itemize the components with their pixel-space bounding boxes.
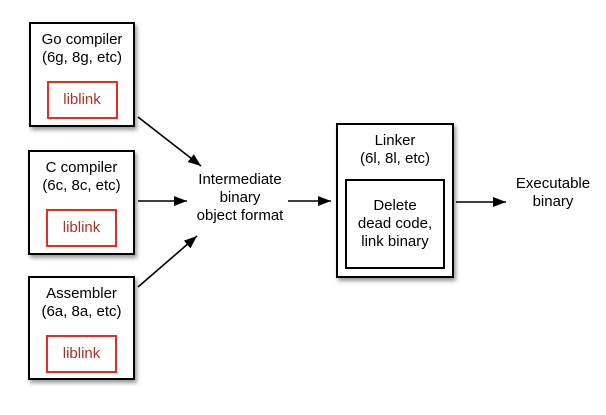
assembler-box: Assembler (6a, 8a, etc) liblink: [28, 276, 135, 380]
linker-action-line3: link binary: [361, 233, 429, 250]
intermediate-format-label: Intermediate binary object format: [183, 171, 297, 225]
assembler-subtitle: (6a, 8a, etc): [41, 303, 122, 320]
assembler-titles: Assembler (6a, 8a, etc): [41, 278, 121, 321]
linker-subtitle: (6l, 8l, etc): [359, 150, 431, 167]
intermediate-format-line2: binary: [219, 189, 261, 206]
linker-box: Linker (6l, 8l, etc) Delete dead code, l…: [336, 123, 454, 278]
liblink-badge-assembler: liblink: [46, 335, 117, 373]
liblink-label-go: liblink: [63, 91, 101, 108]
liblink-badge-go: liblink: [46, 81, 118, 119]
linker-action-line1: Delete: [373, 197, 417, 214]
intermediate-format-line3: object format: [196, 207, 284, 224]
c-compiler-titles: C compiler (6c, 8c, etc): [42, 152, 120, 195]
executable-binary-line2: binary: [532, 193, 574, 210]
linker-action-line2: dead code,: [357, 215, 433, 232]
liblink-label-assembler: liblink: [62, 345, 101, 362]
executable-binary-label: Executable binary: [499, 175, 606, 211]
intermediate-format-line1: Intermediate: [198, 171, 282, 188]
c-compiler-box: C compiler (6c, 8c, etc) liblink: [28, 150, 135, 255]
liblink-badge-c: liblink: [46, 209, 117, 247]
arrow-assembler-to-intermediate: [137, 235, 198, 288]
c-compiler-title: C compiler: [45, 159, 118, 176]
linker-title: Linker: [374, 132, 416, 149]
c-compiler-subtitle: (6c, 8c, etc): [42, 177, 121, 194]
linker-action-box: Delete dead code, link binary: [345, 179, 445, 269]
go-compiler-titles: Go compiler (6g, 8g, etc): [42, 24, 123, 67]
liblink-label-c: liblink: [62, 219, 101, 236]
assembler-title: Assembler: [46, 285, 117, 302]
executable-binary-line1: Executable: [515, 175, 591, 192]
go-compiler-title: Go compiler: [41, 31, 123, 48]
linker-titles: Linker (6l, 8l, etc): [360, 125, 430, 168]
go-compiler-subtitle: (6g, 8g, etc): [41, 49, 123, 66]
arrow-go-compiler-to-intermediate: [137, 116, 202, 167]
go-compiler-box: Go compiler (6g, 8g, etc) liblink: [29, 22, 135, 127]
